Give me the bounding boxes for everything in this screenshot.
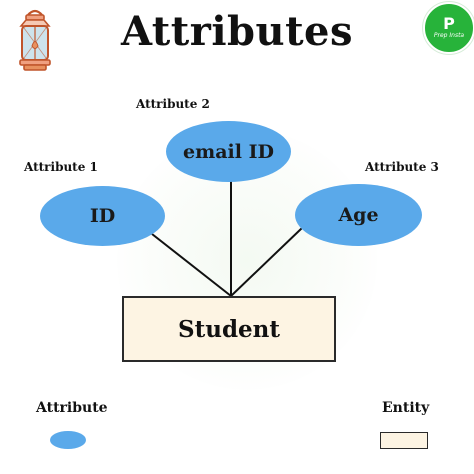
legend-entity-swatch [380, 432, 428, 449]
attribute-id-text: ID [89, 205, 116, 227]
legend-entity-label: Entity [382, 400, 430, 416]
prepinsta-logo: P Prep Insta [423, 2, 474, 54]
connector-line-id [151, 233, 232, 297]
legend-attribute-label: Attribute [36, 400, 108, 416]
entity-name: Student [177, 315, 281, 343]
attribute-ellipse-id: ID [40, 186, 165, 246]
page-title: Attributes [120, 8, 354, 55]
entity-box-student: Student [122, 296, 336, 362]
attribute-ellipse-age: Age [295, 184, 422, 246]
attribute-2-label: Attribute 2 [136, 97, 210, 111]
lantern-icon [19, 9, 51, 71]
connector-line-age [230, 227, 303, 297]
attribute-1-label: Attribute 1 [24, 160, 98, 174]
logo-letter: P [443, 14, 455, 33]
legend-attribute-swatch [50, 431, 86, 449]
logo-tagline: Prep Insta [433, 32, 465, 39]
attribute-ellipse-email: email ID [166, 121, 291, 182]
attribute-3-label: Attribute 3 [365, 160, 439, 174]
attribute-age-text: Age [338, 204, 379, 226]
attribute-email-text: email ID [183, 140, 274, 163]
